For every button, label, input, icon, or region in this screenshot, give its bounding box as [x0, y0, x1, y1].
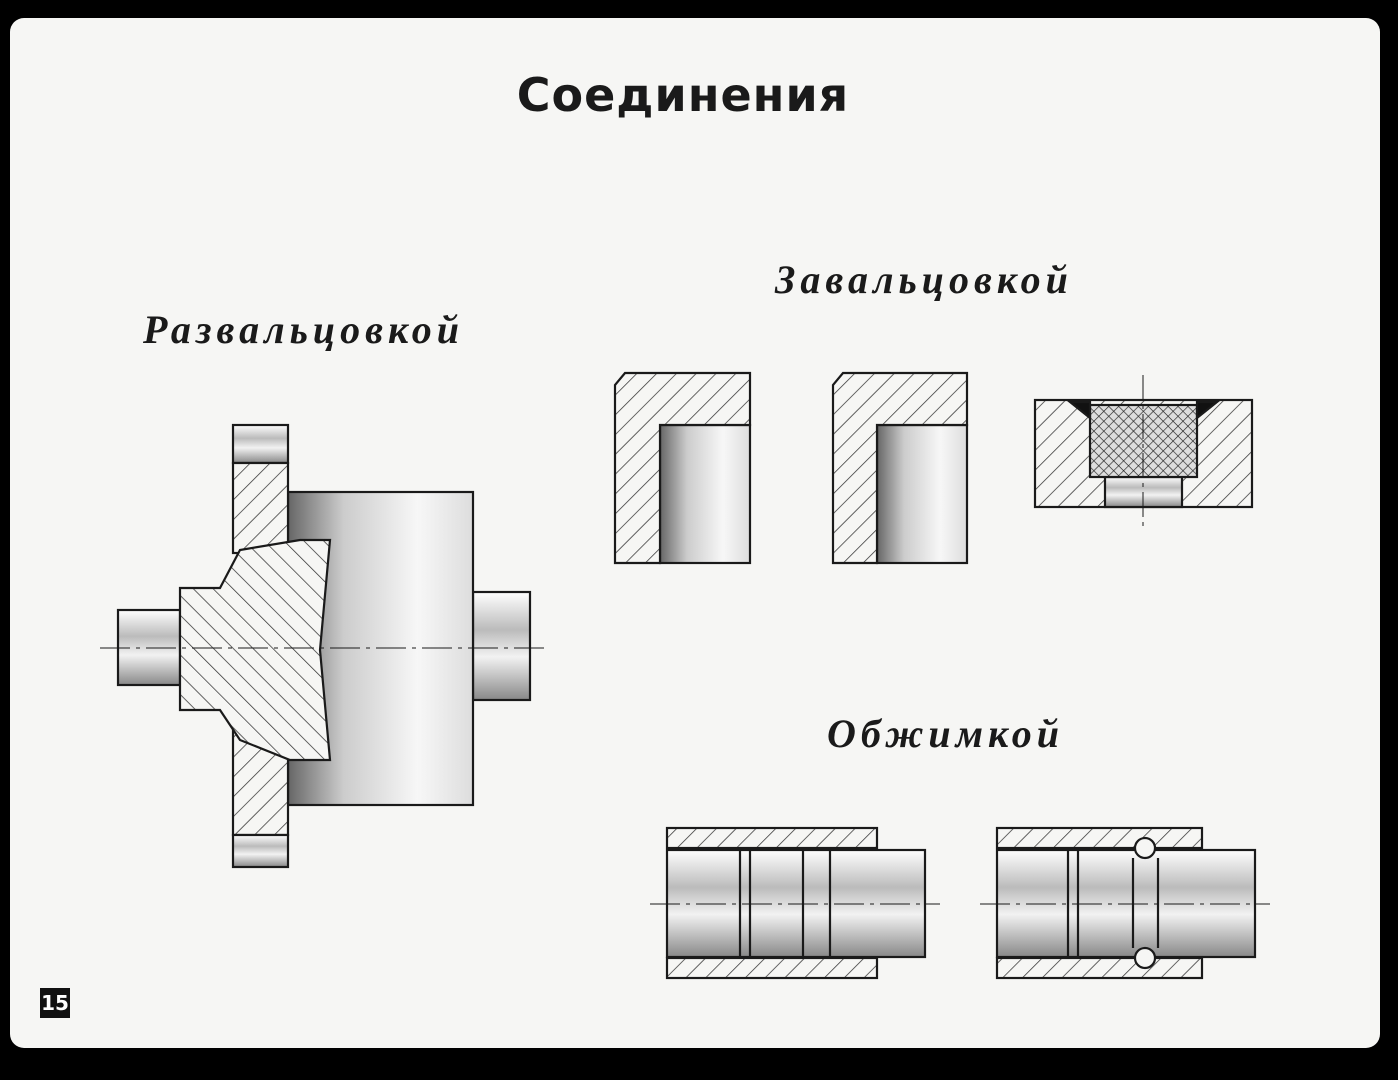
label-rolling: Завальцовкой — [775, 257, 1073, 302]
label-flaring: Развальцовкой — [143, 307, 465, 352]
label-crimping: Обжимкой — [827, 711, 1065, 756]
rolling-drawings — [613, 371, 1254, 565]
flaring-drawing — [100, 423, 550, 869]
crimping-drawings — [650, 826, 1270, 980]
slide-title: Соединения — [516, 68, 850, 122]
page-number-badge: 15 — [40, 988, 70, 1018]
